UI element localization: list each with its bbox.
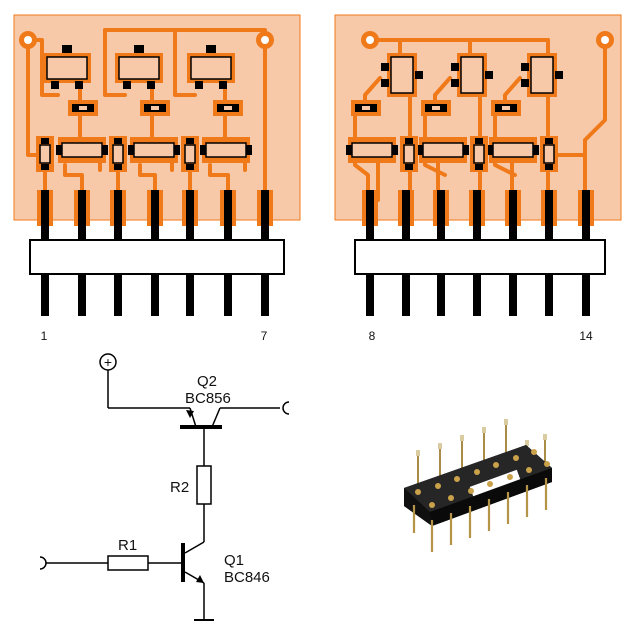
q1-part-label: BC846 (224, 569, 270, 586)
right-pin-first-label: 8 (369, 329, 376, 343)
dip-socket-photo (404, 419, 552, 552)
left-header-pins (37, 190, 273, 316)
socket-contacts (415, 449, 550, 508)
q2-emitter-arrow (186, 410, 194, 418)
left-pin-last-label: 7 (261, 329, 268, 343)
supply-plus-symbol: + (104, 354, 112, 370)
q2-part-label: BC856 (185, 390, 231, 407)
r1-resistor (107, 555, 149, 571)
left-pcb-module: 1 7 (13, 14, 301, 343)
right-header-body (354, 239, 606, 275)
right-small-resistors (351, 100, 521, 116)
output-terminal (282, 401, 290, 415)
socket-front-pins (412, 478, 548, 552)
left-pin-first-label: 1 (41, 329, 48, 343)
r1-name-label: R1 (118, 537, 137, 554)
right-resistor-row (346, 136, 558, 172)
right-pcb-module: 8 14 (334, 14, 622, 343)
input-terminal (39, 556, 47, 570)
r2-resistor (196, 465, 212, 505)
schematic (39, 353, 290, 621)
left-resistor-row (36, 136, 252, 172)
q2-name-label: Q2 (197, 373, 217, 390)
r2-name-label: R2 (170, 479, 189, 496)
q1-emitter-arrow (196, 575, 204, 583)
right-header-pins (362, 190, 594, 316)
left-header-body (29, 239, 285, 275)
q1-name-label: Q1 (224, 552, 244, 569)
right-transistors (381, 53, 563, 97)
left-small-resistors (68, 100, 243, 116)
socket-pin-tips (416, 419, 547, 456)
right-pin-last-label: 14 (579, 329, 593, 343)
left-transistors (43, 45, 235, 89)
